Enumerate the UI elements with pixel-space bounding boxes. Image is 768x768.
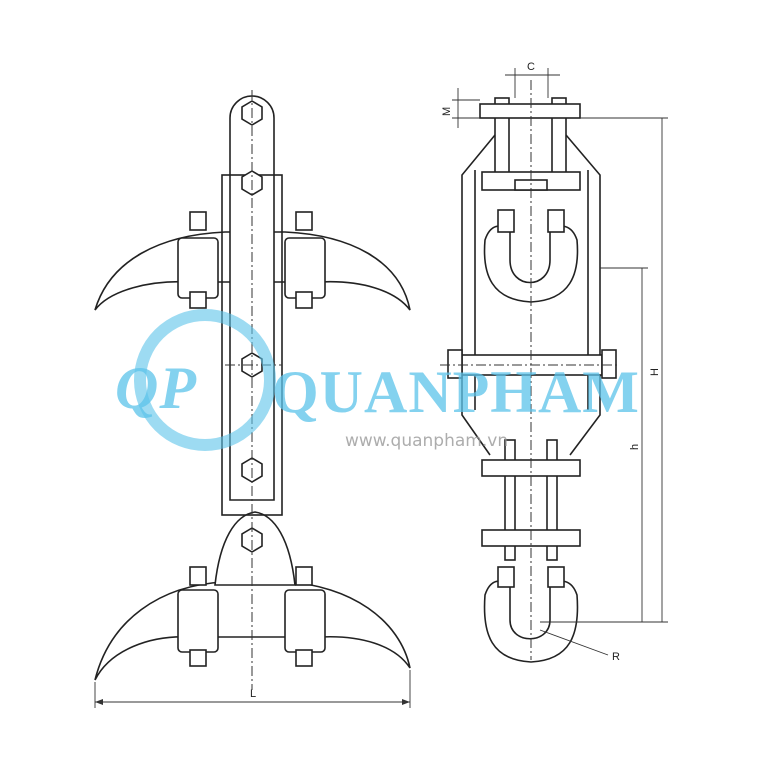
- dimension-L-label: L: [250, 688, 256, 700]
- dimension-C-label: C: [527, 61, 535, 73]
- watermark-logo: QP: [115, 355, 197, 421]
- dimension-H-label: H: [649, 368, 661, 376]
- logo-ring-icon: [134, 309, 276, 451]
- dimension-R-label: R: [612, 651, 620, 663]
- dimension-M-label: M: [441, 107, 453, 116]
- watermark-url: www.quanpham.vn: [345, 431, 508, 451]
- dimension-h-label: h: [629, 444, 641, 450]
- side-view: C M H h R: [440, 61, 668, 663]
- watermark-brand: QUANPHAM: [272, 359, 640, 425]
- watermark: QP QUANPHAM www.quanpham.vn: [115, 309, 640, 451]
- front-view: L: [94, 90, 411, 708]
